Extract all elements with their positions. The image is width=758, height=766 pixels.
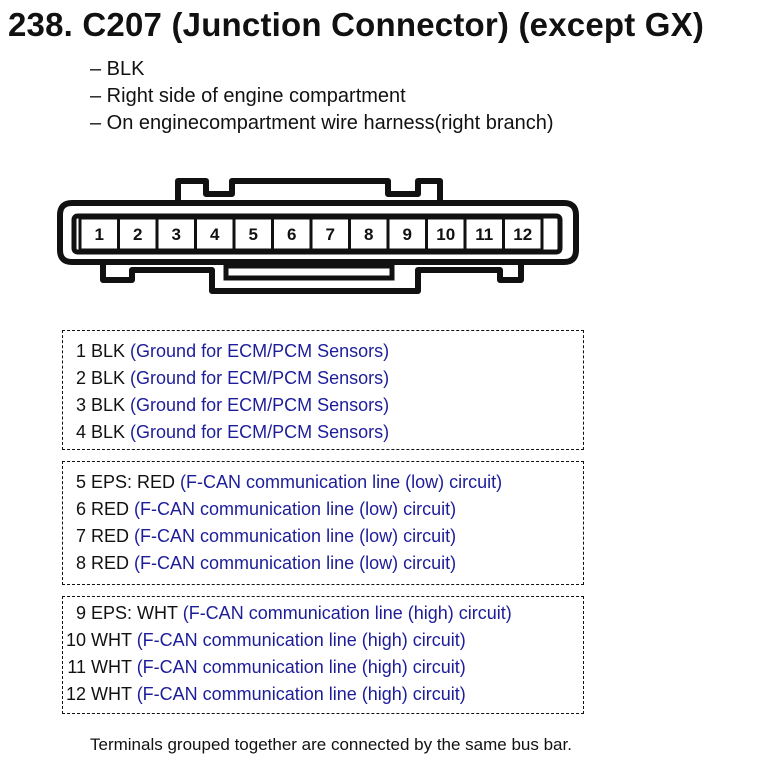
- connector-top-tab-left: [175, 178, 443, 203]
- pin-number-9: 9: [403, 225, 412, 244]
- pin-cavity-9: [386, 216, 428, 252]
- terminal-number: 7: [75, 526, 86, 546]
- pin-number-1: 1: [95, 225, 104, 244]
- wire-color: WHT: [91, 684, 132, 704]
- circuit-description: (F-CAN communication line (high) circuit…: [136, 630, 466, 650]
- note-color: – BLK: [90, 58, 145, 80]
- pin-cavity-12: [502, 216, 544, 252]
- note-harness: – On enginecompartment wire harness(righ…: [90, 112, 554, 134]
- wire-color: BLK: [91, 368, 126, 388]
- wire-color: WHT: [91, 630, 132, 650]
- pin-cavity-1: [78, 216, 120, 252]
- terminal-number: 6: [75, 499, 86, 519]
- pin-number-4: 4: [210, 225, 220, 244]
- terminal-number: 1: [75, 341, 86, 361]
- pin-cavity-4: [194, 216, 236, 252]
- bus-bar-group-1: [62, 330, 584, 450]
- circuit-description: (F-CAN communication line (low) circuit): [134, 499, 457, 519]
- pin-cavity-7: [309, 216, 351, 252]
- wire-color: WHT: [91, 657, 132, 677]
- wire-color: BLK: [91, 422, 126, 442]
- circuit-description: (F-CAN communication line (high) circuit…: [136, 684, 466, 704]
- circuit-description: (F-CAN communication line (high) circuit…: [182, 603, 512, 623]
- footnote: Terminals grouped together are connected…: [90, 735, 572, 754]
- bus-bar-group-3: [62, 596, 584, 714]
- pin-number-11: 11: [475, 225, 493, 244]
- connector-bottom-tabs: [100, 262, 524, 294]
- connector-bottom-slot: [223, 263, 395, 281]
- terminal-number: 8: [75, 553, 86, 573]
- connector-inner-cavity: [71, 213, 563, 255]
- connector-body-outline: [57, 200, 579, 265]
- wire-color: BLK: [91, 395, 126, 415]
- bus-bar-group-2: [62, 461, 584, 585]
- pin-number-7: 7: [326, 225, 335, 244]
- pin-cavity-5: [232, 216, 274, 252]
- pin-cavity-6: [271, 216, 313, 252]
- circuit-description: (F-CAN communication line (low) circuit): [134, 553, 457, 573]
- wire-color: RED: [91, 499, 130, 519]
- wire-color: RED: [91, 553, 130, 573]
- terminal-number: 12: [65, 684, 86, 704]
- circuit-description: (F-CAN communication line (high) circuit…: [136, 657, 466, 677]
- terminal-number: 2: [75, 368, 86, 388]
- circuit-description: (Ground for ECM/PCM Sensors): [130, 395, 390, 415]
- pin-number-2: 2: [133, 225, 142, 244]
- connector-notes: – BLK – Right side of engine compartment…: [90, 56, 554, 137]
- pin-number-10: 10: [436, 225, 455, 244]
- wire-color: RED: [91, 526, 130, 546]
- terminal-number: 10: [65, 630, 86, 650]
- note-location: – Right side of engine compartment: [90, 85, 406, 107]
- circuit-description: (Ground for ECM/PCM Sensors): [130, 368, 390, 388]
- pin-cavity-11: [463, 216, 505, 252]
- terminal-number: 4: [75, 422, 86, 442]
- terminal-number: 11: [67, 657, 86, 677]
- terminal-number: 3: [75, 395, 86, 415]
- terminal-number: 5: [75, 472, 86, 492]
- pin-number-3: 3: [172, 225, 181, 244]
- wire-color: EPS: RED: [91, 472, 176, 492]
- wire-color: BLK: [91, 341, 126, 361]
- page-title: 238. C207 (Junction Connector) (except G…: [8, 6, 705, 43]
- pin-number-12: 12: [513, 225, 532, 244]
- terminal-number: 9: [75, 603, 86, 623]
- circuit-description: (F-CAN communication line (low) circuit): [134, 526, 457, 546]
- circuit-description: (F-CAN communication line (low) circuit): [180, 472, 503, 492]
- pin-number-8: 8: [364, 225, 373, 244]
- wire-color: EPS: WHT: [91, 603, 178, 623]
- pin-number-5: 5: [249, 225, 258, 244]
- circuit-description: (Ground for ECM/PCM Sensors): [130, 422, 390, 442]
- circuit-description: (Ground for ECM/PCM Sensors): [130, 341, 390, 361]
- pin-number-6: 6: [287, 225, 296, 244]
